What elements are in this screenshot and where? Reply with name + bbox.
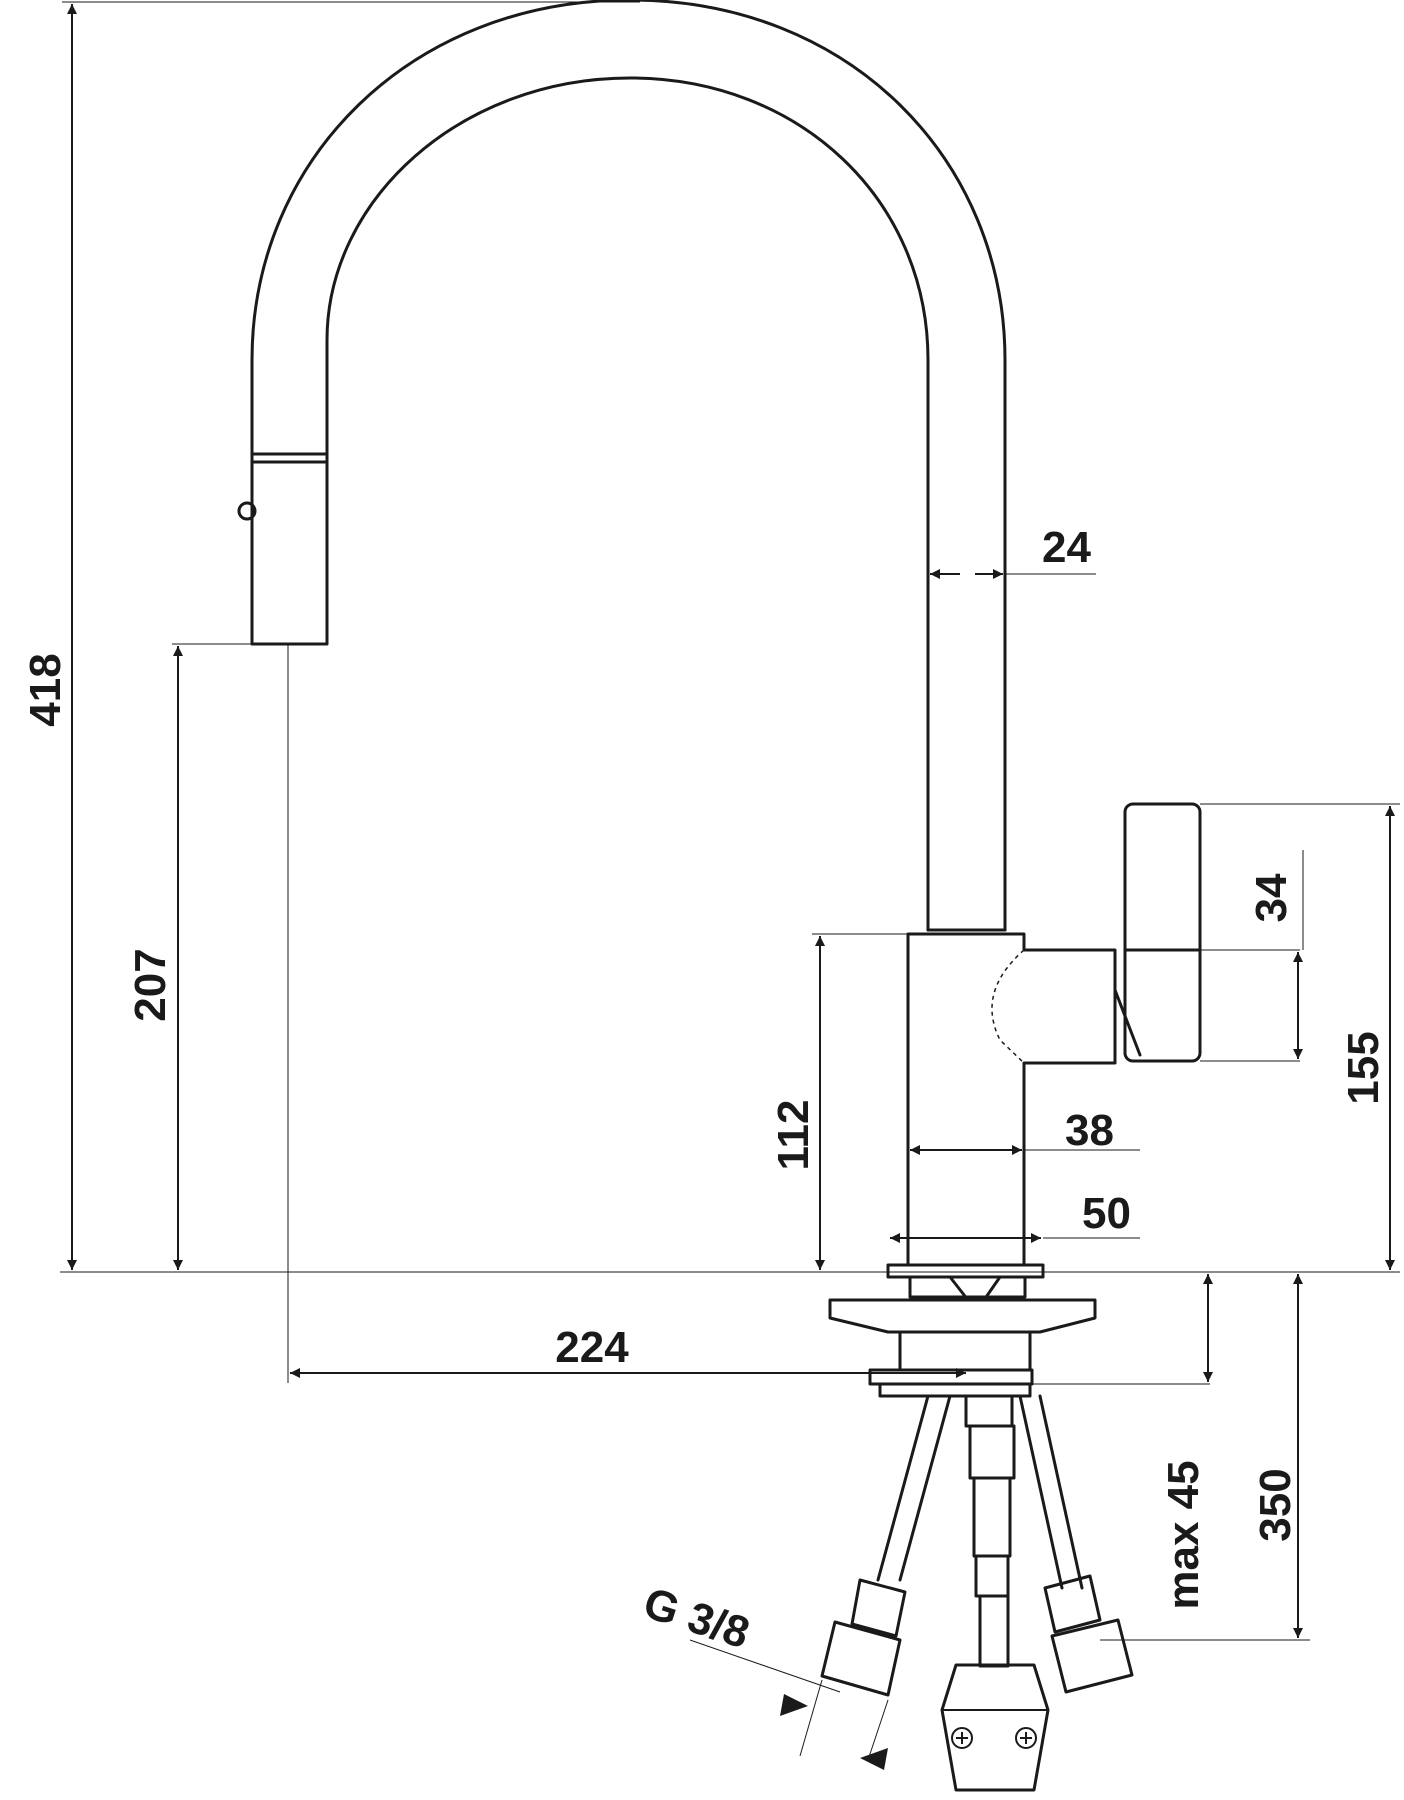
dim-arrow-g38-left — [780, 1694, 808, 1716]
label-418: 418 — [21, 653, 70, 726]
spout-inner-curve — [325, 76, 930, 932]
hose-fitting-left — [820, 1620, 902, 1697]
dimension-labels: 418 207 112 24 34 155 38 50 224 max 45 3… — [21, 523, 1388, 1658]
phillips-screw-icon — [951, 1727, 1037, 1749]
connector-block — [940, 1663, 1050, 1792]
centre-connector-body — [972, 1476, 1012, 1558]
body-cast-contour — [991, 949, 1025, 1064]
spray-button — [237, 501, 257, 521]
fixing-nut — [898, 1330, 1032, 1372]
fixing-washer-lower — [878, 1382, 1032, 1398]
dimension-lines — [67, 4, 1395, 1770]
lever-handle — [1123, 802, 1202, 1063]
centre-connector-end — [978, 1594, 1010, 1668]
label-50: 50 — [1082, 1189, 1131, 1238]
centre-connector-sleeve — [974, 1554, 1010, 1598]
base-seal — [908, 1275, 1027, 1299]
base-flange — [886, 1263, 1045, 1279]
hose-fitting-right — [1050, 1618, 1134, 1694]
label-g38: G 3/8 — [638, 1578, 755, 1658]
centre-connector-nut — [968, 1424, 1016, 1480]
fixing-stem — [948, 1275, 1002, 1302]
supply-hose-left — [876, 1394, 952, 1582]
label-38: 38 — [1065, 1106, 1114, 1155]
label-155: 155 — [1339, 1031, 1388, 1104]
hose-nut-left — [850, 1578, 907, 1638]
label-207: 207 — [126, 948, 175, 1021]
hose-nut-right — [1043, 1574, 1102, 1634]
label-112: 112 — [769, 1100, 818, 1171]
centre-connector-top — [964, 1394, 1014, 1428]
faucet-outline — [237, 0, 1202, 1792]
label-350: 350 — [1251, 1468, 1300, 1541]
lever-neck — [1113, 988, 1142, 1057]
fixing-plate — [828, 1298, 1097, 1334]
label-34: 34 — [1247, 873, 1296, 922]
spray-head — [250, 452, 329, 646]
label-224: 224 — [555, 1323, 629, 1372]
dim-arrow-g38-right — [860, 1748, 888, 1770]
extension-lines — [60, 1, 1400, 1761]
spout-outer-curve — [250, 0, 1007, 932]
label-max45: max 45 — [1159, 1460, 1208, 1609]
label-24: 24 — [1042, 523, 1091, 572]
supply-hose-right — [1018, 1394, 1084, 1590]
